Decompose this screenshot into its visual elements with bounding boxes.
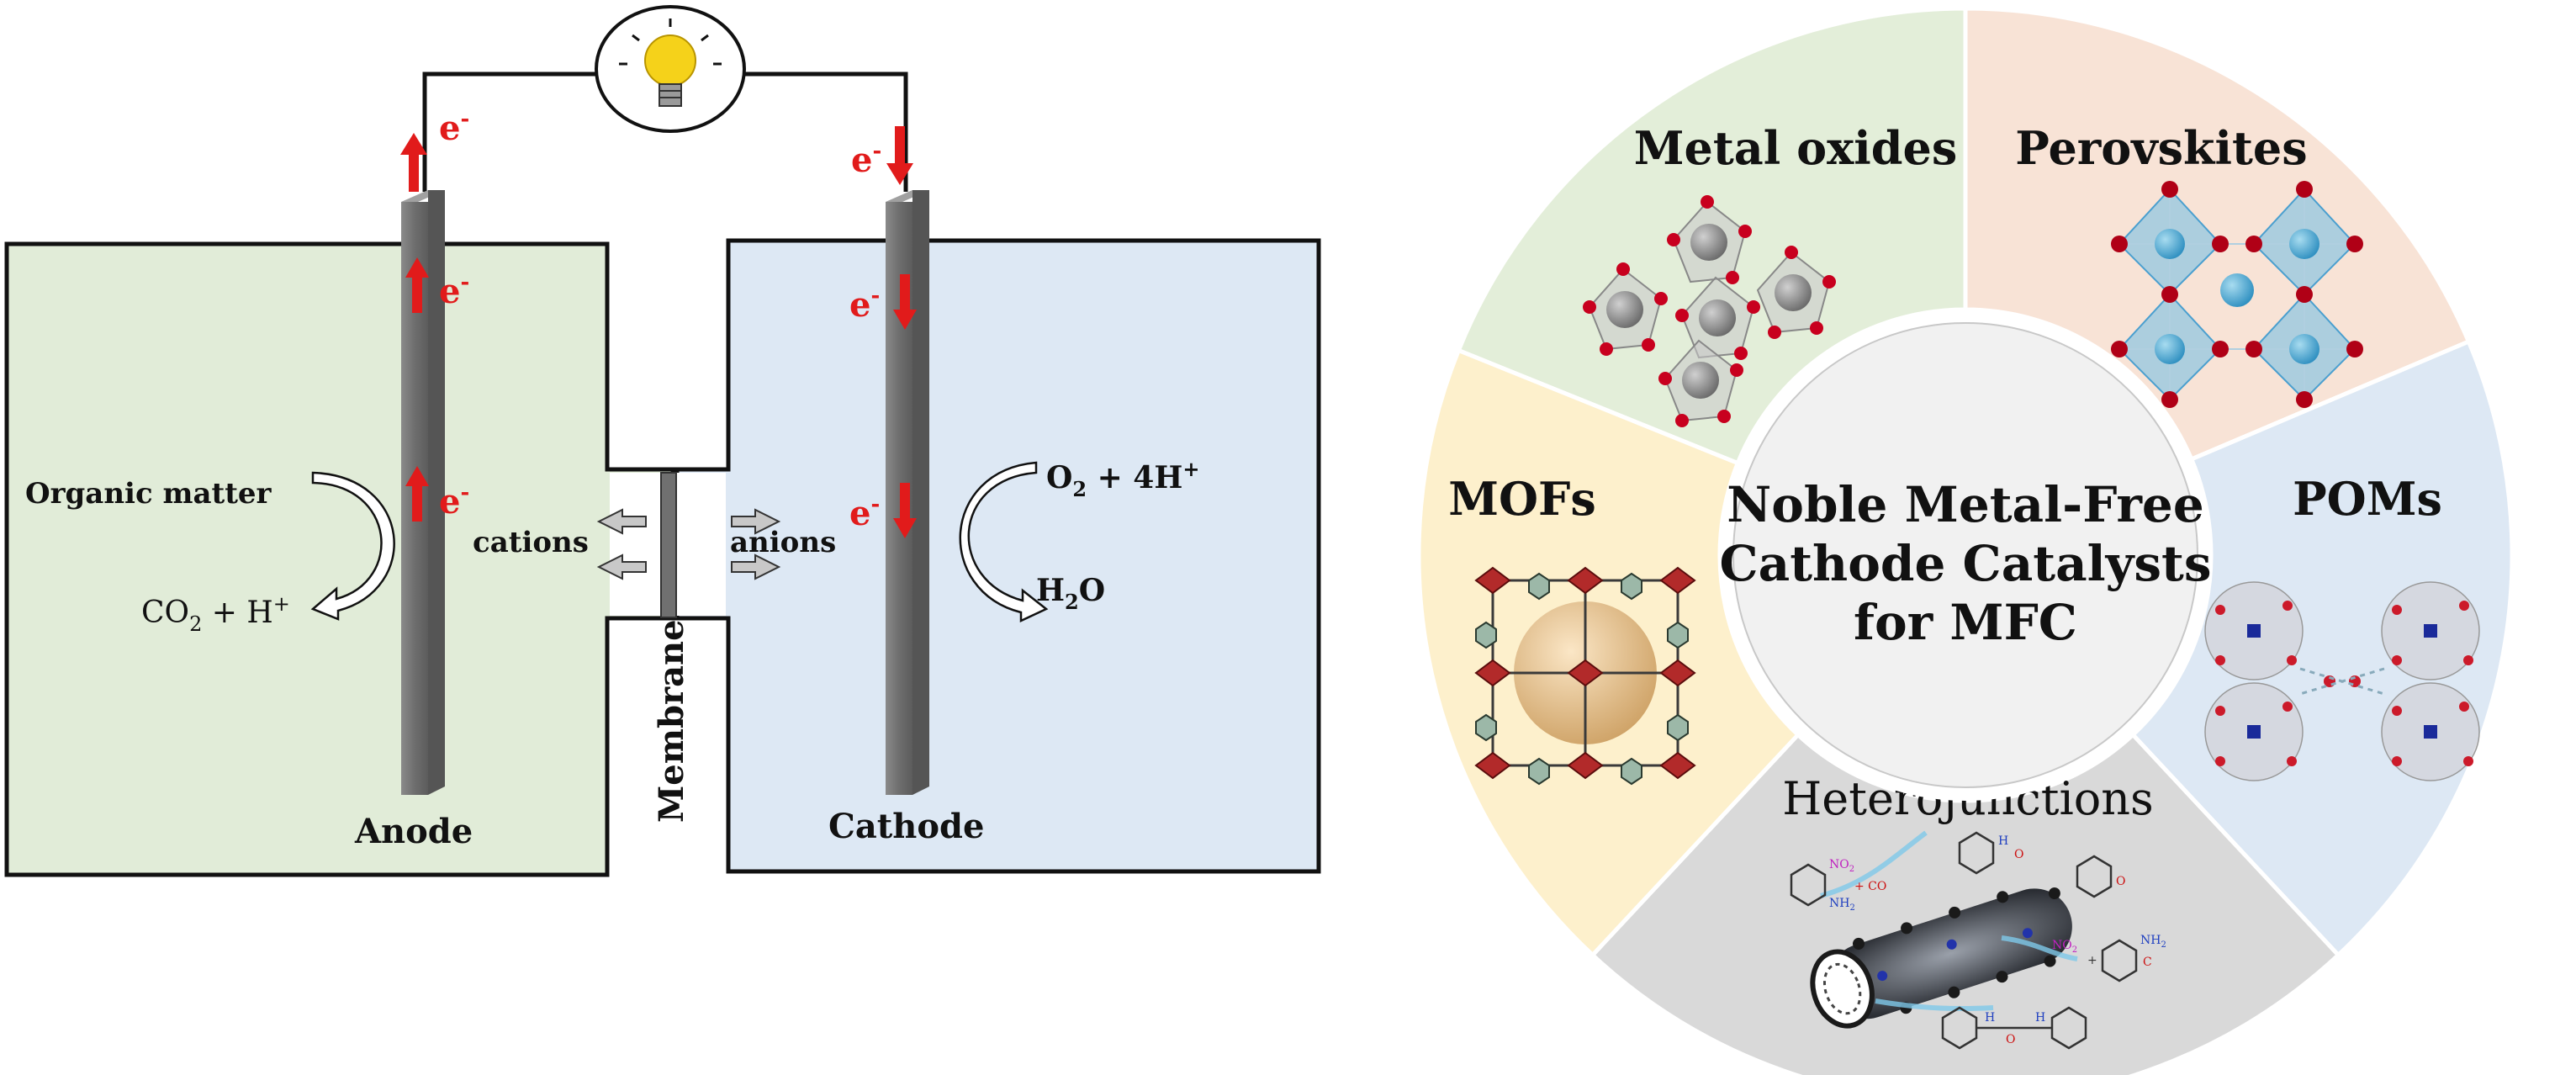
perovskites-illustration (2111, 181, 2363, 408)
electron-label: e- (851, 139, 881, 180)
metal-oxides-illustration (1583, 195, 1836, 427)
anode-chamber (4, 241, 675, 877)
cathode-reactants: O2 + 4H+ (1046, 457, 1199, 501)
center-title-line2: Cathode Catalysts (1720, 535, 2212, 592)
chem-nh2: NH2 (1829, 897, 1855, 913)
center-title-line3: for MFC (1854, 594, 2077, 651)
cation-arrow (596, 508, 647, 535)
chem-o: O (2014, 848, 2023, 861)
segment-label-poms: POMs (2293, 472, 2442, 526)
membrane (660, 472, 677, 618)
chem-plus: + (2087, 954, 2097, 967)
electron-label: e- (439, 480, 469, 522)
catalyst-wheel: NO2 NH2 + CO H O O NO2 + NH2 C O H H Met… (1416, 6, 2515, 1075)
ion-arrows (596, 508, 781, 580)
cathode-label: Cathode (828, 807, 984, 846)
electron-labels: e- e- e- e- e- e- (439, 107, 881, 533)
electron-label: e- (439, 107, 469, 148)
cation-arrow (596, 553, 647, 580)
chem-o: O (2006, 1033, 2015, 1046)
chem-h: H (1985, 1011, 1995, 1025)
membrane-label: Membrane (652, 619, 691, 823)
anion-arrow (731, 553, 781, 580)
electron-label: e- (439, 270, 469, 311)
external-wire-right (740, 71, 908, 192)
anions-label: anions (730, 526, 836, 559)
chem-nh2: NH2 (2140, 934, 2166, 950)
anode-products: CO2 + H+ (141, 592, 290, 636)
segment-label-mofs: MOFs (1448, 472, 1596, 526)
electron-label: e- (849, 492, 880, 533)
segment-label-perovskites: Perovskites (2015, 121, 2307, 175)
chem-no2: NO2 (2052, 939, 2077, 955)
chem-h: H (1998, 834, 2008, 848)
heterojunctions-illustration: NO2 NH2 + CO H O O NO2 + NH2 C O H H (1790, 830, 2166, 1050)
electron-arrows-cathode (886, 126, 917, 538)
segment-label-metal-oxides: Metal oxides (1634, 121, 1958, 175)
cathode-reaction-arrow (959, 461, 1049, 622)
fuel-cell: e- e- e- e- e- e- Organic matter CO2 + H… (4, 5, 1321, 877)
light-bulb-icon (595, 5, 746, 133)
anion-arrow (731, 508, 781, 535)
center-title-line1: Noble Metal-Free (1727, 476, 2203, 533)
cathode-product: H2O (1036, 573, 1105, 614)
poms-illustration (2204, 581, 2480, 781)
chem-no2: NO2 (1829, 858, 1854, 874)
chem-o: O (2116, 875, 2125, 888)
chem-plus-co: + CO (1854, 880, 1886, 893)
chem-h: H (2035, 1011, 2045, 1025)
electron-arrows-anode (400, 133, 429, 522)
mofs-illustration (1474, 566, 1696, 786)
electron-label: e- (849, 283, 880, 325)
chem-c: C (2143, 956, 2152, 969)
cations-label: cations (473, 526, 589, 559)
anode-label: Anode (354, 812, 473, 851)
organic-matter-label: Organic matter (25, 477, 272, 511)
anode-reaction-arrow (310, 471, 395, 621)
